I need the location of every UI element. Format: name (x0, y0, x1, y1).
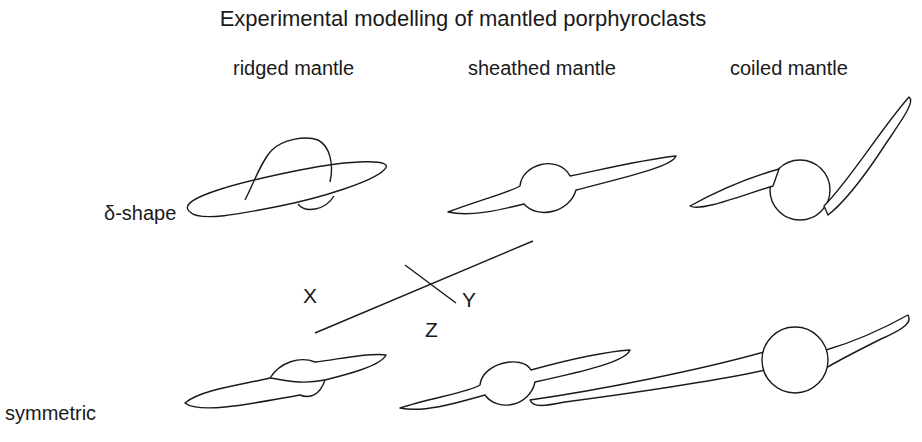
column-header: ridged mantle (233, 56, 354, 80)
row-label: symmetric (5, 401, 96, 425)
coiled-symmetric-core (762, 327, 828, 393)
column-header: sheathed mantle (468, 56, 616, 80)
sheathed-symmetric-clast (400, 350, 630, 409)
ridged-delta-lower (298, 196, 334, 209)
axis-label: Z (425, 317, 438, 342)
ridged-symmetric-ridge (270, 378, 325, 382)
diagram-title: Experimental modelling of mantled porphy… (2, 6, 922, 32)
y-axis-line (405, 265, 456, 303)
coiled-symmetric-arm (530, 352, 765, 406)
x-axis-line (315, 241, 533, 333)
coiled-delta-arm (690, 169, 779, 207)
ridged-delta-clast (187, 162, 386, 217)
column-header: coiled mantle (730, 56, 848, 80)
ridged-delta-ridge (245, 138, 332, 200)
coiled-delta-arm (824, 97, 911, 215)
sheathed-delta-clast (448, 156, 676, 214)
axis-label: Y (462, 287, 476, 312)
row-label: δ-shape (104, 201, 176, 225)
ridged-symmetric-clast (185, 354, 386, 408)
coiled-symmetric-arm (826, 315, 909, 368)
axis-label: X (303, 283, 317, 308)
